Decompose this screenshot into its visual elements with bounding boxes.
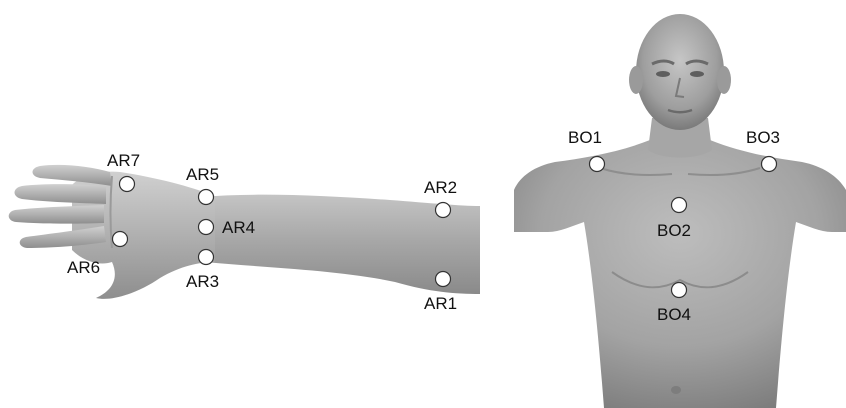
marker-bo4 bbox=[672, 283, 687, 298]
marker-ar5 bbox=[199, 190, 214, 205]
marker-bo3 bbox=[762, 157, 777, 172]
marker-label-ar6: AR6 bbox=[67, 258, 100, 277]
marker-bo2 bbox=[672, 198, 687, 213]
marker-ar3 bbox=[199, 250, 214, 265]
finger-ring bbox=[9, 205, 104, 224]
eye-left bbox=[656, 71, 670, 77]
finger-middle bbox=[15, 184, 107, 204]
marker-label-ar3: AR3 bbox=[186, 272, 219, 291]
marker-label-ar1: AR1 bbox=[424, 294, 457, 313]
marker-label-bo3: BO3 bbox=[746, 128, 780, 147]
torso-shape bbox=[514, 140, 846, 408]
marker-label-ar7: AR7 bbox=[107, 151, 140, 170]
marker-label-bo4: BO4 bbox=[657, 305, 691, 324]
marker-label-ar4: AR4 bbox=[222, 218, 255, 237]
finger-index bbox=[33, 165, 113, 186]
navel bbox=[671, 386, 681, 394]
marker-label-bo1: BO1 bbox=[568, 128, 602, 147]
marker-label-bo2: BO2 bbox=[657, 221, 691, 240]
marker-ar1 bbox=[436, 272, 451, 287]
eye-right bbox=[690, 71, 704, 77]
marker-bo1 bbox=[590, 157, 605, 172]
marker-ar7 bbox=[120, 177, 135, 192]
marker-label-ar5: AR5 bbox=[186, 165, 219, 184]
marker-ar6 bbox=[113, 232, 128, 247]
marker-ar2 bbox=[436, 203, 451, 218]
marker-ar4 bbox=[199, 220, 214, 235]
ear-left bbox=[629, 66, 643, 94]
marker-label-ar2: AR2 bbox=[424, 178, 457, 197]
ear-right bbox=[717, 66, 731, 94]
